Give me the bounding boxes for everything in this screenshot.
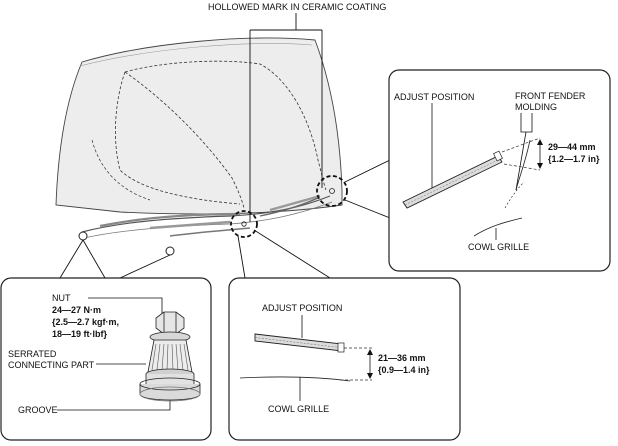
right-front-fender-label-1: FRONT FENDER (515, 91, 586, 101)
hood-bumper-right-point (165, 246, 175, 256)
right-front-fender-label-2: MOLDING (515, 102, 557, 112)
detail-box-right: ADJUST POSITION FRONT FENDER MOLDING 29—… (388, 69, 611, 272)
serrated-label-1: SERRATED (8, 349, 57, 359)
serrated-label-2: CONNECTING PART (8, 360, 95, 370)
hood-illustration (55, 37, 348, 256)
center-cowl-grille-label: COWL GRILLE (268, 404, 329, 414)
hood-panel (55, 37, 343, 215)
nut-label: NUT (52, 293, 71, 303)
right-dimension-in: {1.2—1.7 in} (548, 154, 600, 164)
right-cowl-grille-label: COWL GRILLE (468, 242, 529, 252)
center-hood-edge (254, 333, 345, 353)
right-hood-edge (402, 150, 503, 209)
right-dimension-mm: 29—44 mm (548, 142, 596, 152)
hood-bumper-left-point (78, 231, 88, 241)
groove-label: GROOVE (18, 405, 58, 415)
torque-ftlbf: 18—19 ft·lbf} (52, 329, 108, 339)
detail-box-center: ADJUST POSITION 21—36 mm {0.9—1.4 in} CO… (228, 277, 461, 441)
callout-connectors (59, 159, 391, 279)
hollowed-mark-label: HOLLOWED MARK IN CERAMIC COATING (208, 2, 386, 12)
callout-circle-right (316, 175, 348, 207)
torque-nm: 24—27 N·m (52, 305, 101, 315)
center-adjust-position-label: ADJUST POSITION (262, 303, 342, 313)
center-dimension-mm: 21—36 mm (378, 353, 426, 363)
callout-circle-center (230, 210, 258, 238)
torque-kgfm: {2.5—2.7 kgf·m, (52, 317, 119, 327)
hood-front-edge (81, 195, 331, 233)
detail-box-left: NUT 24—27 N·m {2.5—2.7 kgf·m, 18—19 ft·l… (0, 277, 212, 441)
right-adjust-position-label: ADJUST POSITION (394, 92, 474, 102)
hood-bumper-illustration (139, 311, 201, 402)
hollowed-mark-leader (249, 13, 323, 222)
center-dimension-in: {0.9—1.4 in} (378, 365, 430, 375)
